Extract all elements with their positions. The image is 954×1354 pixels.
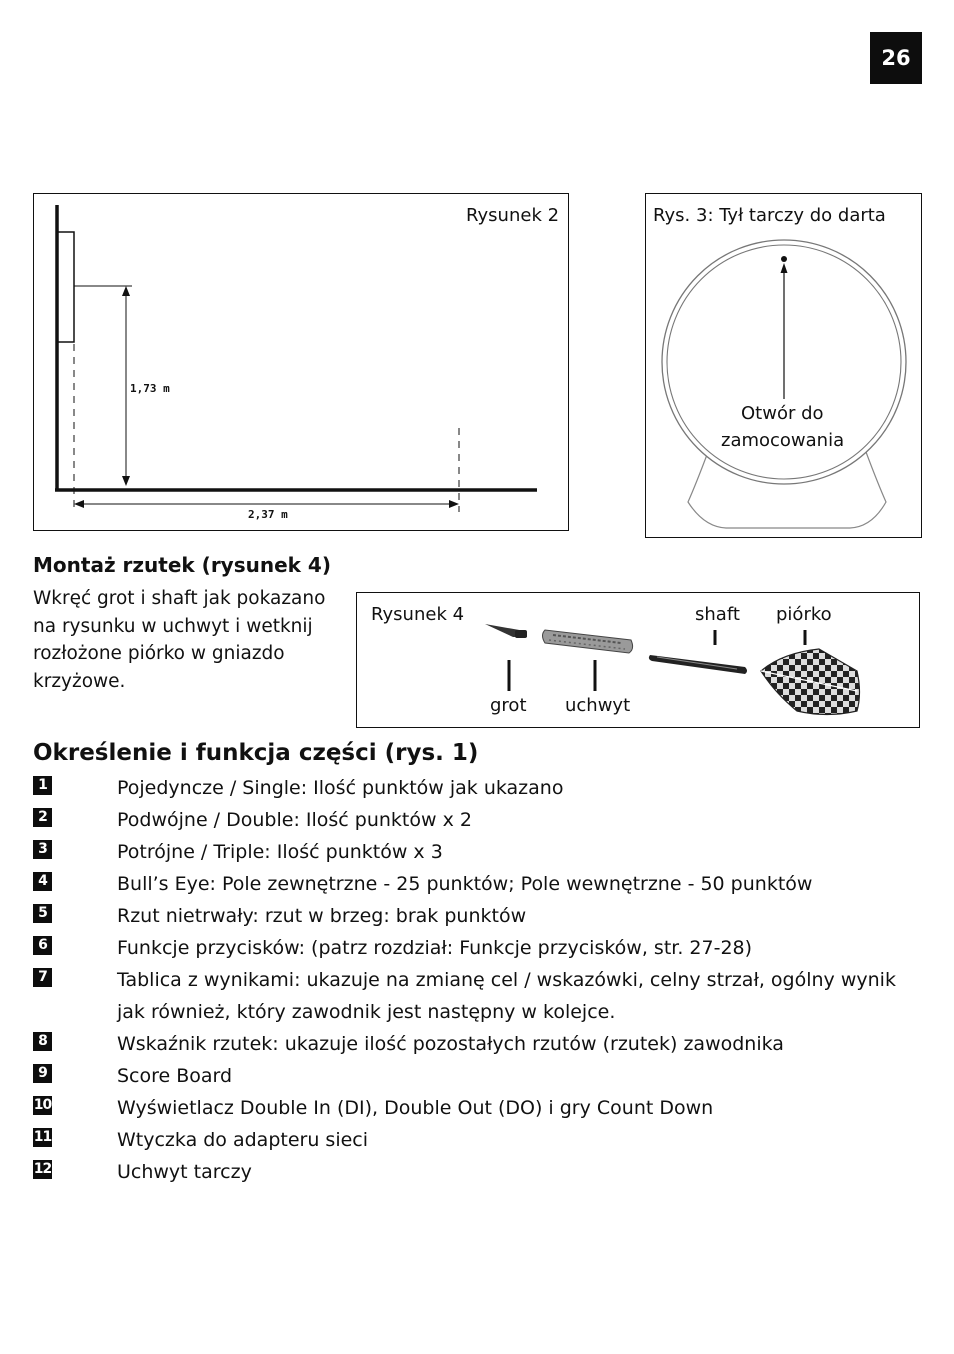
part-item: 4 Bull’s Eye: Pole zewnętrzne - 25 punktó… <box>33 868 913 900</box>
part-description: Score Board <box>117 1065 233 1087</box>
hole-label-line-2: zamocowania <box>721 430 845 451</box>
part-number-badge: 4 <box>33 872 52 891</box>
figure-3-label: Rys. 3: Tył tarczy do darta <box>653 205 886 226</box>
part-item: 10 Wyświetlacz Double In (DI), Double Out… <box>33 1092 913 1124</box>
part-description: Wyświetlacz Double In (DI), Double Out (… <box>117 1097 714 1119</box>
part-number-badge: 9 <box>33 1064 52 1083</box>
part-description: Uchwyt tarczy <box>117 1161 252 1183</box>
parts-list: 1 Pojedyncze / Single: Ilość punktów jak … <box>33 772 913 1188</box>
page-number: 26 <box>870 32 922 84</box>
part-description: Funkcje przycisków: (patrz rozdział: Fun… <box>117 937 753 959</box>
part-number-badge: 7 <box>33 968 52 987</box>
part-description: Potrójne / Triple: Ilość punktów x 3 <box>117 841 443 863</box>
part-number-badge: 5 <box>33 904 52 923</box>
piorko-label: piórko <box>776 604 832 625</box>
part-number-badge: 11 <box>33 1128 52 1147</box>
part-item: 6 Funkcje przycisków: (patrz rozdział: Fu… <box>33 932 913 964</box>
assembly-text-line: rozłożone piórko w gniazdo <box>33 643 285 664</box>
figure-2: Rysunek 2 1,73 m 2,37 m <box>33 193 569 531</box>
part-number-badge: 8 <box>33 1032 52 1051</box>
part-number-badge: 3 <box>33 840 52 859</box>
part-description: Rzut nietrwały: rzut w brzeg: brak punkt… <box>117 905 527 927</box>
part-item: 1 Pojedyncze / Single: Ilość punktów jak … <box>33 772 913 804</box>
part-item: 9 Score Board <box>33 1060 913 1092</box>
part-number-badge: 12 <box>33 1160 52 1179</box>
part-item: 11 Wtyczka do adapteru sieci <box>33 1124 913 1156</box>
part-number-badge: 10 <box>33 1096 52 1115</box>
height-measure: 1,73 m <box>130 382 170 395</box>
part-description: Wskaźnik rzutek: ukazuje ilość pozostały… <box>117 1033 784 1055</box>
part-item: 2 Podwójne / Double: Ilość punktów x 2 <box>33 804 913 836</box>
part-number-badge: 2 <box>33 808 52 827</box>
grot-icon <box>485 624 527 638</box>
assembly-heading: Montaż rzutek (rysunek 4) <box>33 553 331 577</box>
uchwyt-icon <box>542 629 634 654</box>
piorko-icon <box>760 648 861 716</box>
parts-heading: Określenie i funkcja części (rys. 1) <box>33 740 479 766</box>
assembly-text-line: Wkręć grot i shaft jak pokazano <box>33 588 326 609</box>
dartboard-back-diagram <box>661 239 907 529</box>
shaft-icon <box>648 655 747 674</box>
part-item: 7 Tablica z wynikami: ukazuje na zmianę c… <box>33 964 913 1028</box>
part-item: 5 Rzut nietrwały: rzut w brzeg: brak punk… <box>33 900 913 932</box>
grot-label: grot <box>490 695 527 716</box>
part-description: Bull’s Eye: Pole zewnętrzne - 25 punktów… <box>117 873 813 895</box>
part-number-badge: 6 <box>33 936 52 955</box>
assembly-text-line: krzyżowe. <box>33 670 126 692</box>
part-item: 8 Wskaźnik rzutek: ukazuje ilość pozostał… <box>33 1028 913 1060</box>
part-item: 3 Potrójne / Triple: Ilość punktów x 3 <box>33 836 913 868</box>
hole-label-line-1: Otwór do <box>741 403 824 424</box>
figure-4: Rysunek 4 shaft piórko grot uchwyt <box>356 592 920 728</box>
figure-2-label: Rysunek 2 <box>466 205 560 226</box>
part-item: 12 Uchwyt tarczy <box>33 1156 913 1188</box>
shaft-label: shaft <box>695 604 740 625</box>
part-description: Podwójne / Double: Ilość punktów x 2 <box>117 809 472 831</box>
figure-4-label: Rysunek 4 <box>371 604 465 625</box>
part-description: Tablica z wynikami: ukazuje na zmianę ce… <box>117 969 896 1023</box>
part-description: Pojedyncze / Single: Ilość punktów jak u… <box>117 777 564 799</box>
distance-measure: 2,37 m <box>248 508 288 521</box>
part-number-badge: 1 <box>33 776 52 795</box>
assembly-text: Wkręć grot i shaft jak pokazano na rysun… <box>33 585 333 695</box>
uchwyt-label: uchwyt <box>565 695 631 716</box>
assembly-text-line: na rysunku w uchwyt i wetknij <box>33 615 313 637</box>
dart-parts-diagram <box>485 624 861 716</box>
figure-3: Rys. 3: Tył tarczy do darta Otwór do zam… <box>645 193 922 538</box>
throw-distance-diagram <box>55 205 537 512</box>
part-description: Wtyczka do adapteru sieci <box>117 1129 369 1151</box>
